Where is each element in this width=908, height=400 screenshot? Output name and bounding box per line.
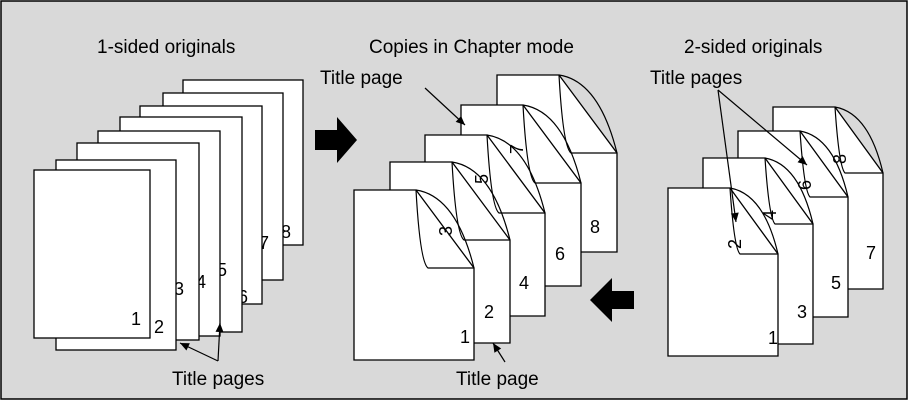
back-page-number: 5 <box>472 174 492 184</box>
callout-center-top <box>424 87 466 126</box>
page-number: 2 <box>154 317 164 337</box>
sheet-outline <box>33 169 151 339</box>
callout-right-page-6 <box>717 89 808 166</box>
back-page-number: 4 <box>760 210 780 220</box>
front-page-number: 2 <box>484 302 494 322</box>
front-page-number: 1 <box>460 327 470 347</box>
back-page-number: 3 <box>436 226 456 236</box>
page-number: 6 <box>238 287 248 307</box>
page-curl <box>834 106 883 174</box>
label-title-pages-left: Title pages <box>172 369 264 390</box>
arrow-right-icon <box>315 117 357 163</box>
label-title-pages-right: Title pages <box>650 68 742 89</box>
page-curl <box>799 130 848 198</box>
page-curl <box>729 187 778 255</box>
page-curl-edge <box>799 130 849 198</box>
callout-left-page-6 <box>215 322 224 362</box>
copy-sheet <box>353 189 475 361</box>
two-sided-originals-stack: 13 5 7 2 4 6 8 <box>667 106 884 357</box>
page-curl-edge <box>764 157 814 225</box>
page-number: 7 <box>259 233 269 253</box>
front-page-number: 3 <box>797 302 807 322</box>
callout-center-bottom <box>492 342 506 363</box>
arrowhead-icon <box>455 115 465 125</box>
page-curl-edge <box>451 161 511 241</box>
page-curl-edge <box>729 187 779 255</box>
callout-line <box>424 87 466 126</box>
front-page-number: 7 <box>866 243 876 263</box>
front-page-number: 6 <box>555 244 565 264</box>
page-number: 1 <box>131 309 141 329</box>
arrowhead-icon <box>730 212 739 222</box>
arrow-left-icon <box>590 278 634 322</box>
page-curl-edge <box>415 189 475 269</box>
page-number: 5 <box>217 260 227 280</box>
front-page-number: 1 <box>768 328 778 348</box>
page-curl-edge <box>558 74 618 154</box>
back-page-number: 6 <box>795 180 815 190</box>
page-curl <box>415 189 474 269</box>
callout-left-page-2 <box>179 342 219 362</box>
sheet-outline <box>667 187 779 357</box>
arrowhead-icon <box>493 343 502 353</box>
front-page-number: 4 <box>519 273 529 293</box>
callout-line <box>717 89 737 223</box>
back-page-number: 7 <box>507 144 527 154</box>
label-title-page-center-bottom: Title page <box>456 369 539 390</box>
page-curl-edge <box>834 106 884 174</box>
original-sheet: 1 <box>33 169 151 339</box>
callout-right-page-2 <box>717 89 739 223</box>
chapter-mode-copies-stack: 12 4 6 8 3 5 7 <box>353 74 618 361</box>
page-curl <box>451 161 510 241</box>
arrowhead-icon <box>180 343 190 351</box>
callout-line <box>717 89 808 166</box>
page-number: 3 <box>174 279 184 299</box>
page-number: 8 <box>281 222 291 242</box>
sheet-outline <box>353 189 475 361</box>
label-title-page-center-top: Title page <box>320 68 403 89</box>
arrowhead-icon <box>215 323 224 333</box>
page-curl <box>764 157 813 225</box>
heading-one-sided-originals: 1-sided originals <box>97 37 235 58</box>
heading-two-sided-originals: 2-sided originals <box>684 37 822 58</box>
front-page-number: 5 <box>831 273 841 293</box>
back-page-number: 2 <box>725 239 745 249</box>
page-curl-edge <box>486 134 546 214</box>
callout-arrows <box>179 87 808 363</box>
back-page-number: 8 <box>830 154 850 164</box>
original-sheet <box>667 187 779 357</box>
arrowhead-icon <box>797 156 807 165</box>
front-page-number: 8 <box>590 217 600 237</box>
heading-chapter-mode-copies: Copies in Chapter mode <box>369 37 574 58</box>
page-number: 4 <box>196 272 206 292</box>
page-curl-edge <box>522 104 582 184</box>
